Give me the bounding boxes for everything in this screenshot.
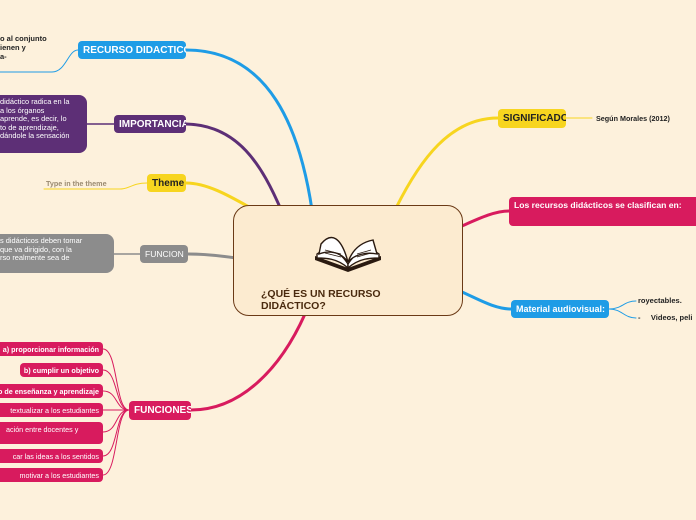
funcion-label: FUNCION [145,249,184,259]
theme-label: Theme [152,177,185,189]
funcion-note[interactable]: s didácticos deben tomar que va dirigido… [0,234,114,273]
audiovisual-label: Material audiovisual: [516,304,606,314]
recurso-didactico-label: RECURSO DIDACTICO [83,44,186,56]
funciones-item-label: o de enseñanza y aprendizaje [0,386,99,396]
connector-recurso-didactico [184,48,314,212]
audiovisual-item[interactable]: royectables. [638,296,682,305]
funciones-item-label: motivar a los estudiantes [19,470,99,480]
open-book-icon [315,236,381,272]
funciones-item-label: a) proporcionar información [2,344,99,354]
funcion-node[interactable]: FUNCION [140,245,188,263]
funciones-item[interactable]: b) cumplir un objetivo [20,363,103,377]
funciones-label: FUNCIONES [134,405,191,416]
importancia-note[interactable]: didáctico radica en la a los órganos apr… [0,95,87,153]
funciones-item-label: car las ideas a los sentidos [12,451,99,461]
funciones-item[interactable]: textualizar a los estudiantes [0,403,103,417]
central-topic[interactable]: ¿QUÉ ES UN RECURSO DIDÁCTICO? [233,205,463,316]
connector-recurso-note [0,49,79,73]
funciones-item-label: textualizar a los estudiantes [10,405,99,415]
funciones-item[interactable]: a) proporcionar información [0,342,103,356]
audiovisual-item[interactable]: - Videos, peli [638,313,693,322]
connector-funciones [189,312,307,412]
recurso-didactico-node[interactable]: RECURSO DIDACTICO [78,41,186,59]
connector-clasifican [460,209,511,228]
connector-audiovisual [460,290,513,311]
significado-sub[interactable]: Según Morales (2012) [596,114,670,123]
recurso-didactico-note[interactable]: o al conjunto ienen y a- [0,34,47,61]
funciones-item[interactable]: car las ideas a los sentidos [0,449,103,463]
importancia-label: IMPORTANCIA [119,118,186,130]
clasifican-node[interactable]: Los recursos didácticos se clasifican en… [509,197,696,226]
connector-significado [394,116,500,210]
importancia-node[interactable]: IMPORTANCIA [114,115,186,133]
funciones-item[interactable]: ación entre docentes y [0,422,103,444]
connector-theme-sub [43,182,148,190]
funciones-item-label: ación entre docentes y [6,425,79,434]
connector-importancia [184,122,284,214]
audiovisual-node[interactable]: Material audiovisual: [511,300,609,318]
clasifican-label: Los recursos didácticos se clasifican en… [514,200,682,210]
significado-node[interactable]: SIGNIFICADO [498,109,566,128]
significado-label: SIGNIFICADO [503,113,566,124]
theme-placeholder[interactable]: Type in the theme [46,179,107,188]
funciones-item-label: b) cumplir un objetivo [23,365,99,375]
connector-audiovisual-items [608,300,637,310]
funciones-item[interactable]: motivar a los estudiantes [0,468,103,482]
connector-funcion [186,252,238,260]
funciones-item[interactable]: o de enseñanza y aprendizaje [0,384,103,398]
theme-node[interactable]: Theme [147,174,186,192]
central-title: ¿QUÉ ES UN RECURSO DIDÁCTICO? [261,288,381,312]
funciones-node[interactable]: FUNCIONES [129,401,191,420]
